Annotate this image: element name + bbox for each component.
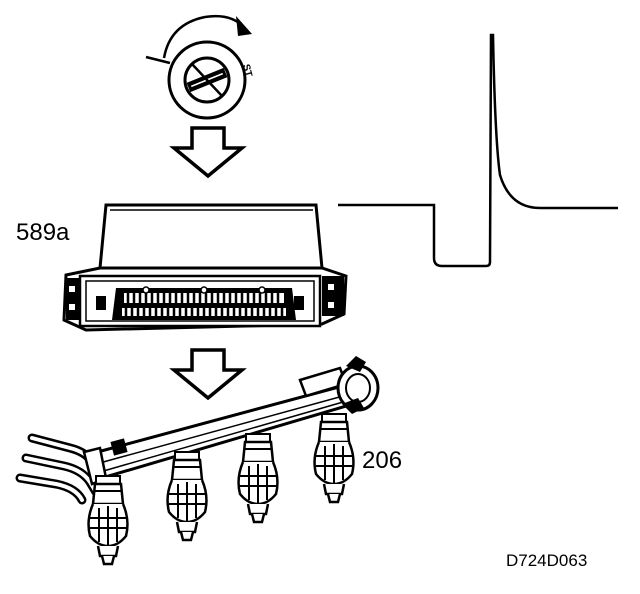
figure-reference: D724D063 xyxy=(506,551,588,570)
ignition-switch: ST xyxy=(145,14,254,120)
ecu-label: 589a xyxy=(16,219,70,246)
fuel-injector-3 xyxy=(237,432,279,524)
down-arrow-ecu-to-injectors xyxy=(172,348,244,400)
fuel-injector-4 xyxy=(313,412,355,504)
switch-position-marking: ST xyxy=(240,63,254,78)
fuel-rail-label: 206 xyxy=(362,447,403,474)
pressure-regulator xyxy=(298,356,380,414)
ecu-mount-right xyxy=(322,276,344,316)
rotation-arrow xyxy=(162,14,245,59)
fuel-injector-2 xyxy=(166,450,208,542)
ecu-module xyxy=(62,203,348,332)
rotation-arrowhead xyxy=(236,16,252,36)
down-arrow-switch-to-ecu xyxy=(172,126,244,178)
fuel-rail-assembly xyxy=(15,356,380,566)
ecu-mount-left xyxy=(66,278,80,320)
fuel-injector-1 xyxy=(87,474,129,566)
signal-waveform xyxy=(338,33,618,268)
ecu-connector xyxy=(112,286,296,320)
